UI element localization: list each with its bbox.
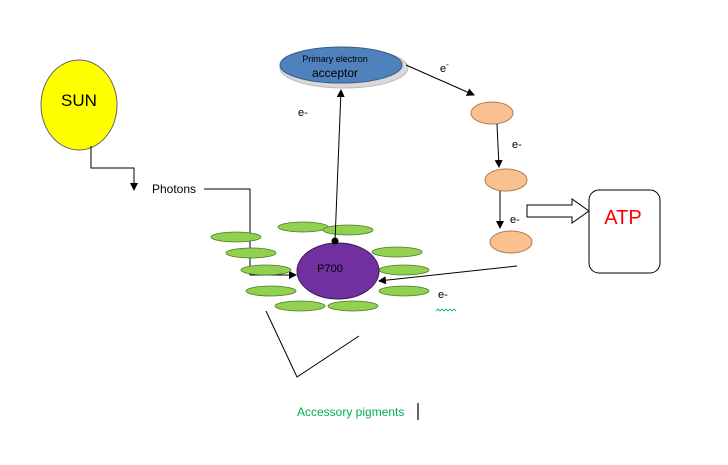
atp-label: ATP xyxy=(604,207,641,229)
spellcheck-squiggle xyxy=(435,308,457,312)
electron-label: e- xyxy=(512,139,522,151)
pigment-ellipse xyxy=(225,247,277,259)
p700-shape xyxy=(296,242,380,300)
pigment-ellipse xyxy=(274,300,326,312)
electron-label: e- xyxy=(440,60,449,75)
sun-shape xyxy=(40,59,118,151)
sun-label: SUN xyxy=(61,91,97,110)
accessory-bracket xyxy=(265,310,360,378)
electron-label: e- xyxy=(510,214,520,226)
carrier3-to-p700-return-arrow xyxy=(378,265,518,285)
photons-to-p700-arrow xyxy=(204,188,297,279)
pigment-ellipse xyxy=(322,224,374,236)
pigment-ellipse xyxy=(245,285,297,297)
p700-to-acceptor-arrow xyxy=(334,89,345,242)
pigment-ellipse xyxy=(240,264,292,276)
primary-acceptor-label-line2: acceptor xyxy=(312,66,358,80)
electron-carrier-2 xyxy=(484,168,528,192)
p700-label: P700 xyxy=(317,263,343,275)
electron-carrier-3 xyxy=(489,230,533,254)
carrier1-to-carrier2-arrow xyxy=(494,123,503,168)
primary-acceptor-shape xyxy=(279,46,403,84)
photons-label: Photons xyxy=(152,182,196,196)
electron-carrier-1 xyxy=(470,101,514,125)
sun-to-photons-arrow xyxy=(90,146,138,191)
pigment-ellipse xyxy=(210,231,262,243)
accessory-pigments-label: Accessory pigments xyxy=(297,405,404,419)
primary-acceptor-label-line1: Primary electron xyxy=(302,54,368,64)
pigment-ellipse xyxy=(327,300,379,312)
electron-label: e- xyxy=(298,107,308,119)
atp-box xyxy=(588,189,661,274)
pigment-ellipse xyxy=(378,264,430,276)
acceptor-to-carrier1-arrow xyxy=(405,64,475,96)
pigment-ellipse xyxy=(371,246,423,258)
pigment-ellipse xyxy=(378,285,430,297)
atp-block-arrow xyxy=(526,198,590,224)
pigment-ellipse xyxy=(277,221,329,233)
electron-label: e- xyxy=(438,289,448,301)
